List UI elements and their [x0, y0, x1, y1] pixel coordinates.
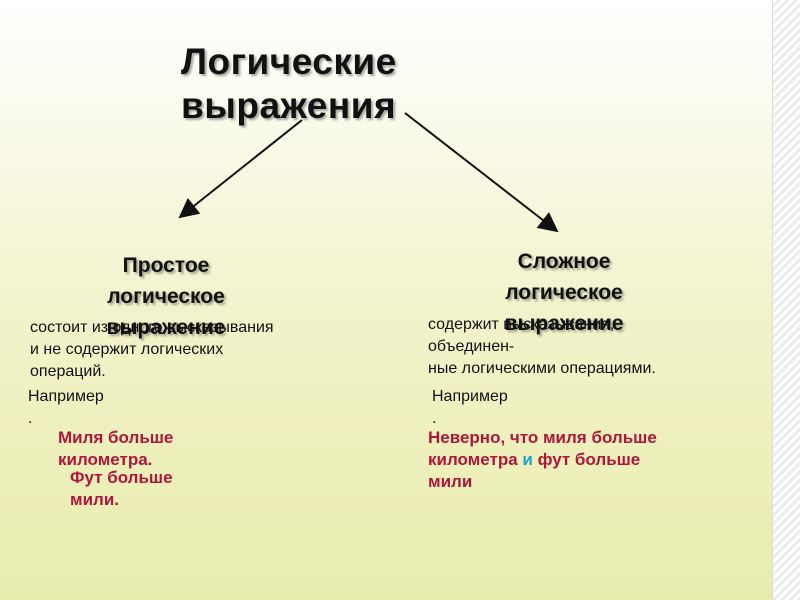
example-label-dot: .: [432, 410, 437, 427]
heading-line: Сложное: [517, 250, 611, 273]
example-line: Миля больше: [58, 428, 174, 447]
title-line: выражения: [181, 85, 397, 126]
simple-example-1: Миля больше километра.: [58, 427, 173, 471]
description-line: содержит высказывания,: [428, 316, 615, 333]
example-line: Фут больше: [70, 468, 173, 487]
heading-line: логическое: [107, 285, 225, 308]
heading-line: Простое: [122, 254, 210, 277]
simple-expression-heading: Простое логическое выражение: [86, 250, 246, 343]
description-line: состоит из одного высказывания: [30, 319, 274, 336]
title-line: Логические: [181, 41, 397, 82]
example-line: километра и фут больше: [428, 449, 657, 471]
example-label-text: Например: [28, 388, 104, 405]
conjunction-and: и: [522, 450, 533, 469]
complex-example: Неверно, что миля больше километра и фут…: [428, 427, 657, 493]
side-decoration: [772, 0, 800, 600]
example-fragment: фут больше: [532, 450, 641, 469]
example-fragment: километра: [428, 450, 523, 469]
simple-expression-description: состоит из одного высказывания и не соде…: [30, 317, 274, 383]
simple-example-2: Фут больше мили.: [70, 467, 173, 511]
complex-expression-description: содержит высказывания, объединен- ные ло…: [428, 314, 656, 380]
arrow-to-complex: [404, 112, 559, 233]
heading-line: выражение: [504, 312, 624, 335]
example-line: километра.: [58, 450, 153, 469]
description-line: и не содержит логических: [30, 341, 224, 358]
example-label-text: Например: [432, 388, 508, 405]
heading-line: логическое: [505, 281, 623, 304]
example-line: мили.: [70, 490, 119, 509]
example-line: Неверно, что миля больше: [428, 428, 657, 447]
diagram-title: Логические выражения: [181, 40, 397, 128]
arrow-to-simple: [178, 119, 303, 219]
complex-example-label: Например .: [432, 386, 508, 430]
description-line: ные логическими операциями.: [428, 360, 656, 377]
description-line: объединен-: [428, 338, 515, 355]
heading-line: выражение: [106, 316, 226, 339]
example-line: мили: [428, 472, 473, 491]
complex-expression-heading: Сложное логическое выражение: [484, 246, 644, 339]
simple-example-label: Например .: [28, 386, 104, 430]
description-line: операций.: [30, 363, 106, 380]
example-label-dot: .: [28, 410, 33, 427]
